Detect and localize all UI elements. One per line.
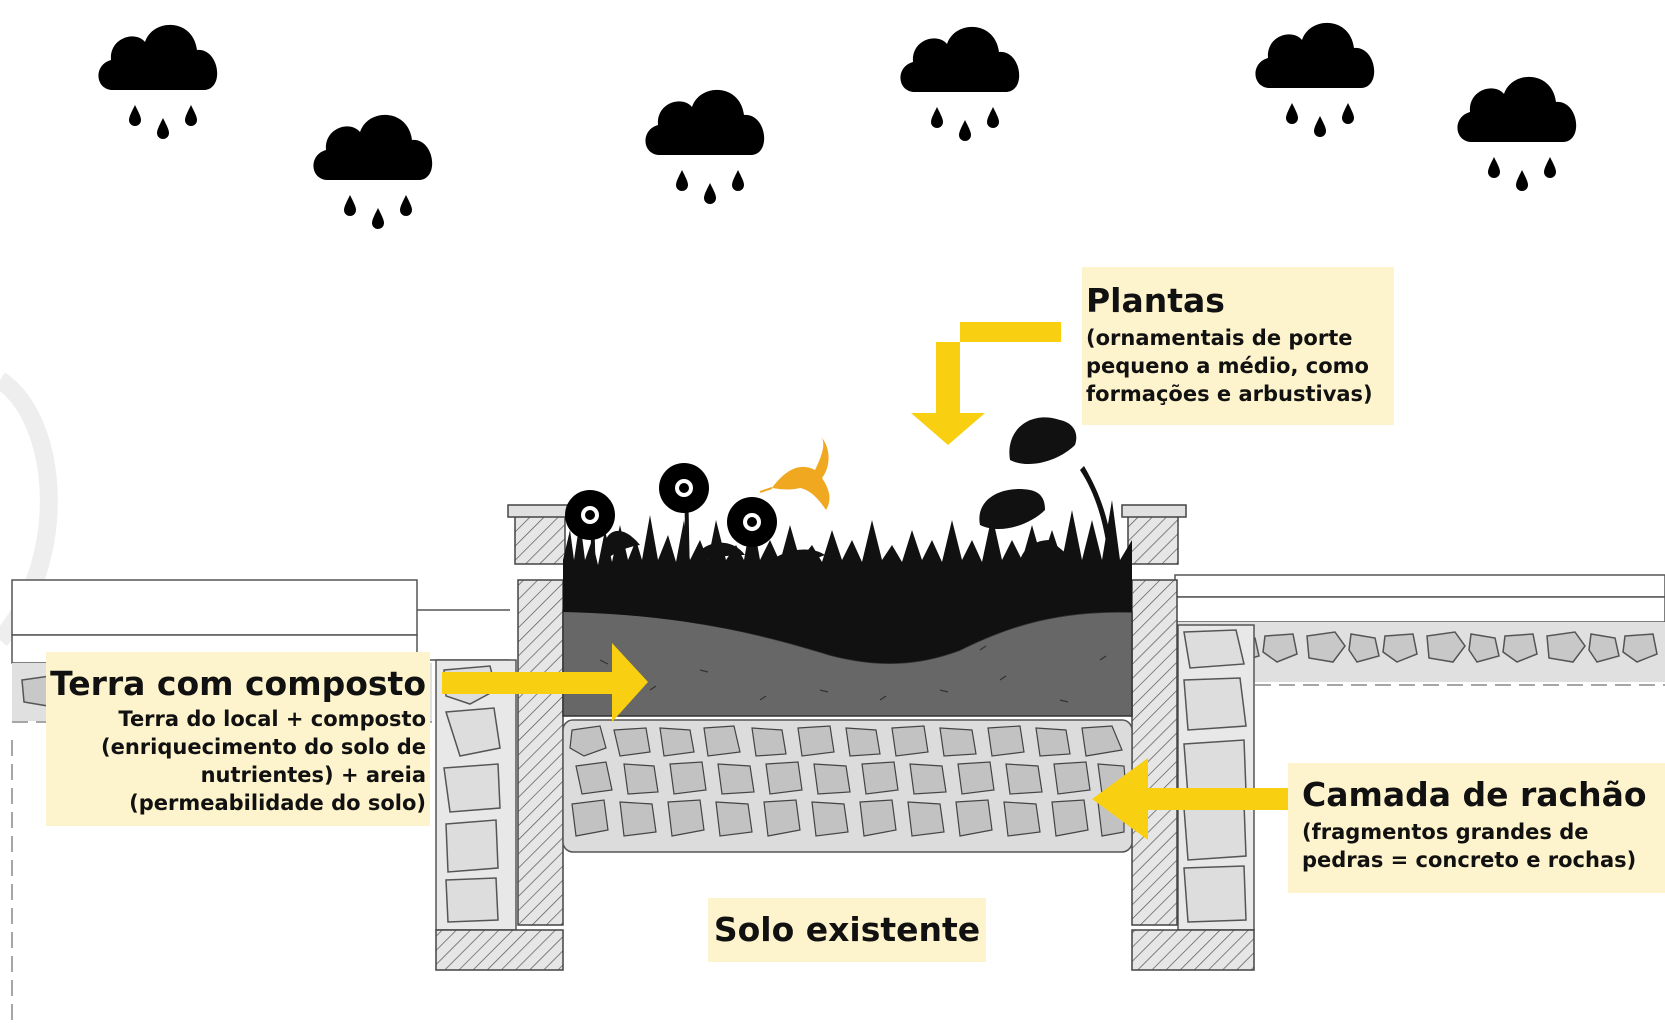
left-stone-column: [435, 659, 517, 931]
label-plantas-title: Plantas: [1086, 281, 1225, 320]
right-stone-column: [1177, 624, 1255, 931]
right-sidewalk: [1174, 574, 1665, 686]
label-camada: Camada de rachão (fragmentos grandes de …: [1288, 763, 1665, 893]
label-terra-description: Terra do local + composto (enriqueciment…: [101, 707, 426, 815]
flower-icon: [727, 497, 777, 547]
left-curb: [435, 504, 573, 971]
label-solo-title: Solo existente: [713, 910, 981, 949]
arrow-icon: [1092, 758, 1288, 840]
label-camada-title: Camada de rachão: [1302, 775, 1647, 814]
label-camada-description: (fragmentos grandes de pedras = concreto…: [1302, 820, 1637, 872]
label-plantas: Plantas (ornamentais de porte pequeno a …: [1082, 267, 1394, 425]
gravel-layer: [562, 719, 1133, 853]
label-terra: Terra com composto Terra do local + comp…: [46, 652, 430, 826]
label-plantas-description: (ornamentais de porte pequeno a médio, c…: [1086, 326, 1373, 406]
right-curb: [1121, 504, 1255, 971]
rain-cloud-icon: [900, 26, 1020, 142]
rain-cloud-icon: [645, 89, 765, 204]
arrow-icon: [442, 643, 648, 722]
flower-icon: [565, 490, 615, 540]
rain-cloud-icon: [98, 24, 218, 140]
hummingbird-icon: [759, 436, 830, 510]
rain-cloud-icon: [313, 114, 433, 229]
label-solo: Solo existente: [708, 898, 986, 962]
plants-silhouette: [563, 417, 1132, 664]
rain-cloud-icon: [1255, 22, 1375, 138]
rain-cloud-icon: [1457, 76, 1577, 191]
arrow-icon: [911, 322, 1061, 445]
flower-icon: [659, 463, 709, 513]
label-terra-title: Terra com composto: [50, 664, 426, 703]
